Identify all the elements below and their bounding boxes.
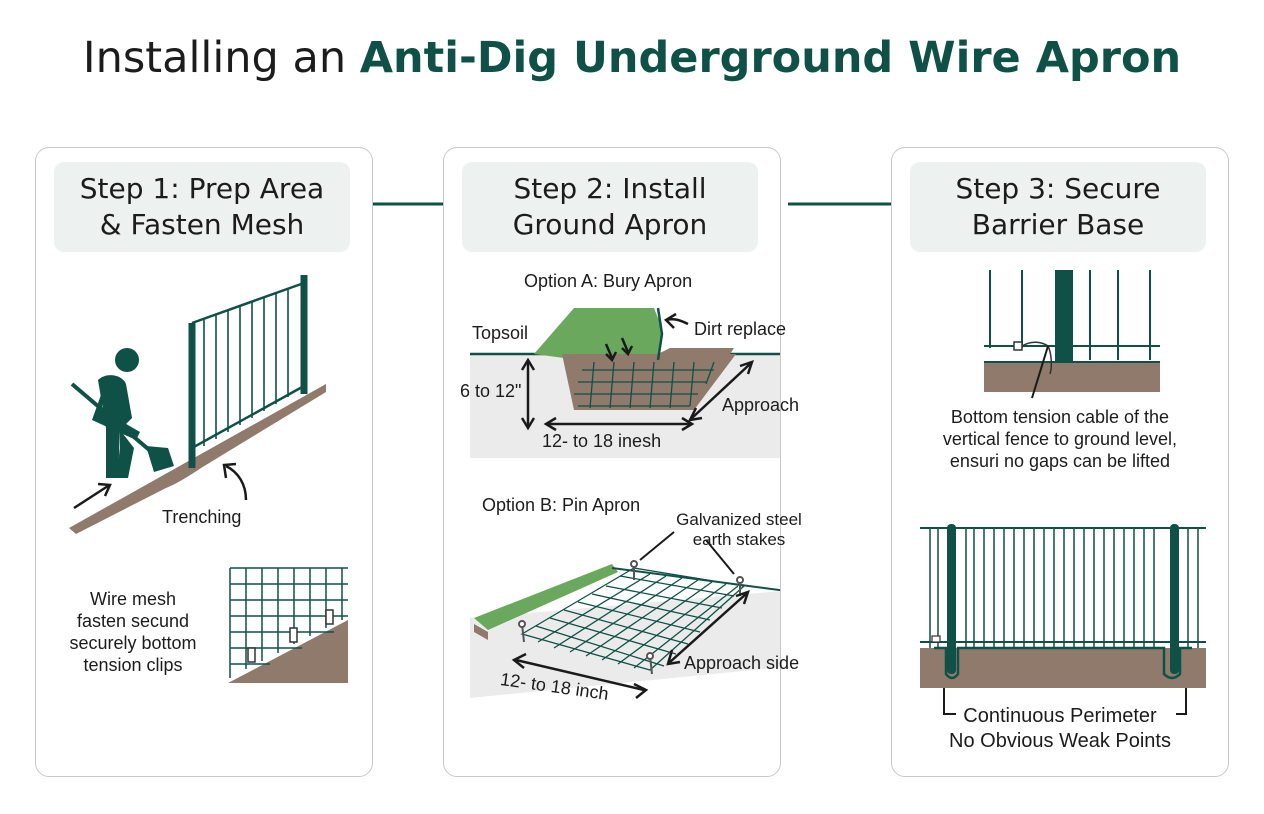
fence-icon bbox=[188, 275, 308, 468]
stakes-line2: earth stakes bbox=[692, 530, 786, 549]
page-title: Installing an Anti-Dig Underground Wire … bbox=[0, 30, 1264, 86]
option-a-title: Option A: Bury Apron bbox=[524, 271, 693, 291]
step3-heading-line1: Step 3: Secure bbox=[955, 172, 1161, 205]
depth-label: 6 to 12" bbox=[460, 381, 522, 401]
step3-heading-line2: Barrier Base bbox=[971, 208, 1145, 241]
step1-heading: Step 1: Prep Area & Fasten Mesh bbox=[54, 162, 350, 252]
title-highlight: Anti-Dig Underground Wire Apron bbox=[359, 33, 1182, 83]
stakes-line1: Galvanized steel bbox=[676, 510, 802, 529]
step1-illustration bbox=[69, 275, 348, 683]
step1-heading-line1: Step 1: Prep Area bbox=[79, 172, 325, 205]
earth-stake-icon bbox=[518, 560, 744, 675]
worker-shovel-icon bbox=[70, 348, 174, 478]
mesh-line4: tension clips bbox=[83, 655, 183, 675]
step2-illustration bbox=[470, 307, 780, 699]
option-a-diagram bbox=[470, 307, 780, 458]
title-prefix: Installing an bbox=[82, 33, 360, 83]
step2-panel: Step 2: Install Ground Apron bbox=[443, 147, 802, 777]
step2-heading-line2: Ground Apron bbox=[512, 208, 708, 241]
mesh-line2: fasten secund bbox=[76, 611, 190, 631]
perimeter-label: Continuous Perimeter No Obvious Weak Poi… bbox=[900, 704, 1220, 754]
option-b-title: Option B: Pin Apron bbox=[482, 495, 641, 515]
mesh-fasten-label: Wire mesh fasten secund securely bottom … bbox=[46, 588, 220, 676]
apron-width-label: 12- to 18 inesh bbox=[542, 431, 662, 451]
approach-label: Approach bbox=[722, 395, 800, 415]
cable-line1: Bottom tension cable of the bbox=[950, 407, 1170, 427]
step2-heading: Step 2: Install Ground Apron bbox=[462, 162, 758, 252]
step3-heading: Step 3: Secure Barrier Base bbox=[910, 162, 1206, 252]
cable-line3: ensuri no gaps can be lifted bbox=[949, 451, 1171, 471]
stakes-label: Galvanized steel earth stakes bbox=[666, 510, 812, 550]
trenching-label: Trenching bbox=[162, 507, 242, 527]
topsoil-label: Topsoil bbox=[472, 323, 529, 343]
step3-panel: Step 3: Secure Barrier Base bbox=[891, 147, 1229, 777]
perimeter-line2: No Obvious Weak Points bbox=[949, 730, 1171, 752]
tension-cable-label: Bottom tension cable of the vertical fen… bbox=[900, 406, 1220, 472]
mesh-ground bbox=[228, 620, 348, 683]
dirt-replace-label: Dirt replace bbox=[694, 319, 787, 339]
wire-mesh-icon bbox=[229, 567, 348, 678]
perimeter-fence bbox=[920, 524, 1206, 715]
step1-heading-line2: & Fasten Mesh bbox=[99, 208, 305, 241]
option-b-diagram bbox=[470, 531, 780, 699]
tension-cable-detail bbox=[984, 270, 1160, 399]
step2-heading-line1: Step 2: Install bbox=[513, 172, 707, 205]
step3-illustration bbox=[920, 270, 1206, 715]
pinned-mesh bbox=[520, 567, 746, 671]
tension-clip-icon bbox=[247, 609, 334, 663]
trench-ground bbox=[69, 384, 326, 534]
cable-line2: vertical fence to ground level, bbox=[942, 429, 1178, 449]
step1-panel: Step 1: Prep Area & Fasten Mesh bbox=[35, 147, 373, 777]
mesh-line3: securely bottom bbox=[69, 633, 197, 653]
perimeter-line1: Continuous Perimeter bbox=[963, 705, 1157, 727]
approach-side-label: Approach side bbox=[684, 653, 800, 673]
mesh-line1: Wire mesh bbox=[89, 589, 176, 609]
